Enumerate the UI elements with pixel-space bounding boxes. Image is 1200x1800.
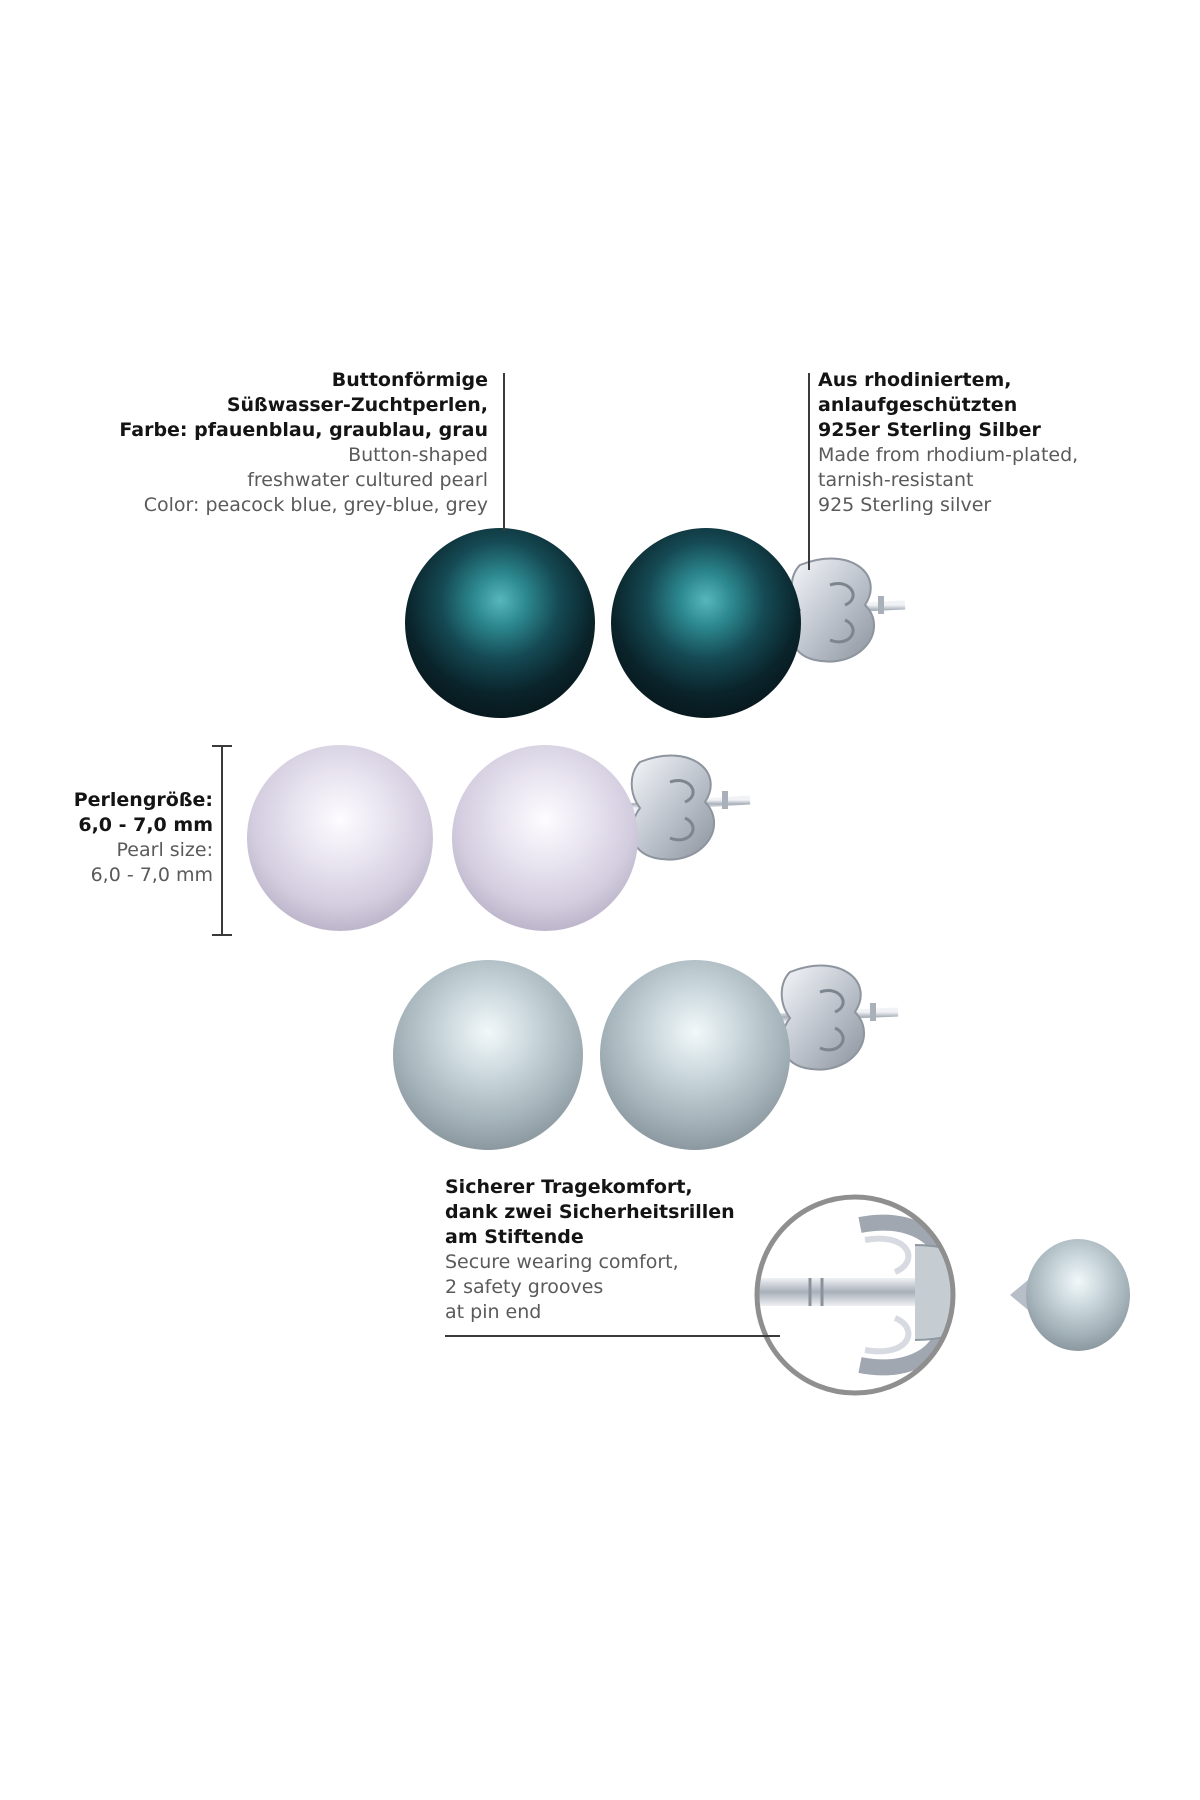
pearl-peacock-blue-right [611, 528, 801, 718]
leader-line-silver [808, 373, 810, 570]
pearl-white-left [247, 745, 433, 931]
annotation-pearl-en-line: Button-shaped [348, 444, 488, 466]
annotation-pearl: Buttonförmige Süßwasser-Zuchtperlen, Far… [119, 368, 488, 518]
annotation-pearl-de-line: Farbe: pfauenblau, graublau, grau [119, 419, 488, 441]
annotation-silver-en-line: Made from rhodium-plated, [818, 444, 1079, 466]
leader-line-comfort [445, 1335, 780, 1337]
annotation-silver: Aus rhodiniertem, anlaufgeschützten 925e… [818, 368, 1078, 518]
pearl-grey-blue-left [393, 960, 583, 1150]
annotation-size-de-line: 6,0 - 7,0 mm [78, 814, 213, 836]
pearl-grey-blue-right [600, 960, 790, 1150]
annotation-comfort-en-line: at pin end [445, 1301, 542, 1323]
size-dimension-cap-top [212, 745, 232, 747]
size-dimension-line [221, 745, 223, 936]
annotation-size-en-line: 6,0 - 7,0 mm [90, 864, 213, 886]
annotation-pearl-en-line: Color: peacock blue, grey-blue, grey [143, 494, 488, 516]
size-dimension-cap-bottom [212, 934, 232, 936]
annotation-comfort: Sicherer Tragekomfort, dank zwei Sicherh… [445, 1175, 735, 1325]
leader-line-pearl [503, 373, 505, 531]
annotation-size-de-line: Perlengröße: [73, 789, 213, 811]
annotation-silver-de-line: anlaufgeschützten [818, 394, 1018, 416]
annotation-comfort-en-line: Secure wearing comfort, [445, 1251, 679, 1273]
annotation-silver-de-line: Aus rhodiniertem, [818, 369, 1012, 391]
annotation-size-en-line: Pearl size: [116, 839, 213, 861]
annotation-silver-de-line: 925er Sterling Silber [818, 419, 1041, 441]
pearl-peacock-blue-left [405, 528, 595, 718]
annotation-comfort-de-line: dank zwei Sicherheitsrillen [445, 1201, 735, 1223]
zoom-detail [754, 1194, 1130, 1396]
annotation-pearl-de-line: Süßwasser-Zuchtperlen, [226, 394, 488, 416]
annotation-pearl-en-line: freshwater cultured pearl [247, 469, 488, 491]
annotation-comfort-de-line: am Stiftende [445, 1226, 584, 1248]
annotation-comfort-de-line: Sicherer Tragekomfort, [445, 1176, 693, 1198]
annotation-silver-en-line: 925 Sterling silver [818, 494, 992, 516]
annotation-size: Perlengröße: 6,0 - 7,0 mm Pearl size: 6,… [74, 788, 213, 888]
annotation-comfort-en-line: 2 safety grooves [445, 1276, 604, 1298]
annotation-pearl-de-line: Buttonförmige [331, 369, 488, 391]
pearl-grey-blue-zoom [1026, 1239, 1130, 1351]
pearl-white-right [452, 745, 638, 931]
earring-backing [624, 754, 751, 861]
annotation-silver-en-line: tarnish-resistant [818, 469, 974, 491]
earring-backing [689, 964, 899, 1071]
